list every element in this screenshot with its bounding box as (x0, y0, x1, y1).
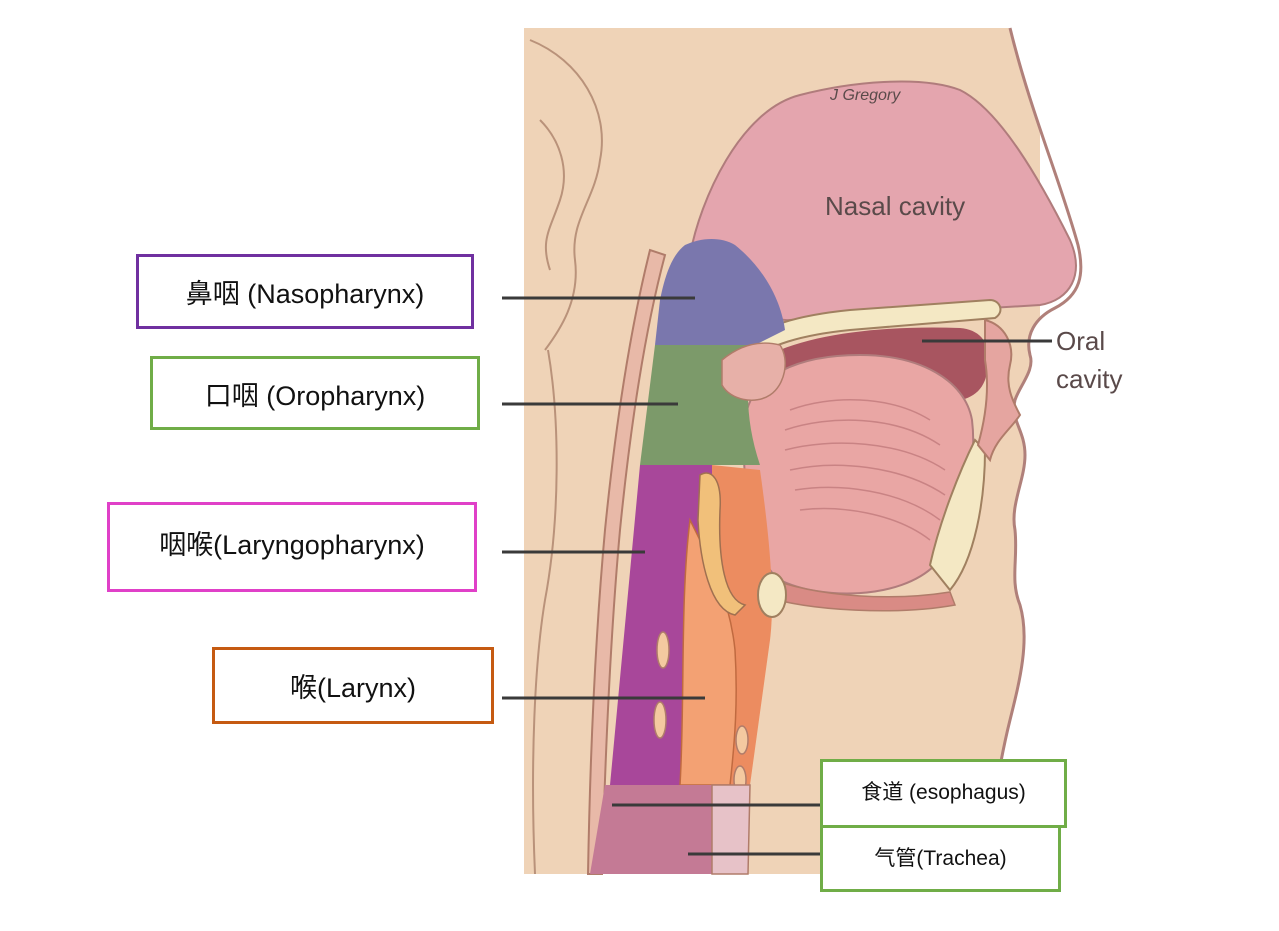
face-profile-outline (983, 27, 1083, 875)
nasopharynx-label: 鼻咽 (Nasopharynx) (136, 254, 474, 329)
leader-lines (502, 296, 1052, 856)
oropharynx-label: 口咽 (Oropharynx) (150, 356, 480, 430)
esophagus-shape (590, 785, 712, 874)
lips (976, 318, 1022, 463)
nasal-cavity-text: Nasal cavity (825, 191, 965, 221)
soft-palate (721, 342, 786, 401)
ear-contour-inner (539, 119, 565, 271)
larynx-label: 喉(Larynx) (212, 647, 494, 724)
signature-text: J Gregory (829, 87, 901, 104)
esophagus-label: 食道 (esophagus) (820, 759, 1067, 828)
neck-back-contour (532, 349, 558, 875)
nasopharynx-label-text: 鼻咽 (Nasopharynx) (185, 279, 425, 309)
face-exterior (985, 28, 1279, 874)
trachea-label-text: 气管(Trachea) (874, 847, 1007, 870)
epiglottis (697, 472, 747, 616)
floor-of-mouth (759, 573, 957, 612)
oral-cavity-text-line1: Oral (1056, 326, 1105, 356)
nasopharynx-region (655, 238, 785, 345)
esophagus-label-text: 食道 (esophagus) (861, 781, 1026, 804)
laryngopharynx-label: 咽喉(Laryngopharynx) (107, 502, 477, 592)
tongue-striations (784, 399, 946, 541)
trachea-label: 气管(Trachea) (820, 825, 1061, 892)
laryngopharynx-label-text: 咽喉(Laryngopharynx) (159, 530, 425, 560)
ear-contour (529, 39, 603, 351)
trachea-shape (711, 784, 751, 875)
oropharynx-label-text: 口咽 (Oropharynx) (204, 380, 426, 411)
hyoid-bone (757, 572, 787, 618)
oral-cavity-text-line2: cavity (1056, 364, 1122, 394)
larynx-label-text: 喉(Larynx) (289, 673, 417, 703)
